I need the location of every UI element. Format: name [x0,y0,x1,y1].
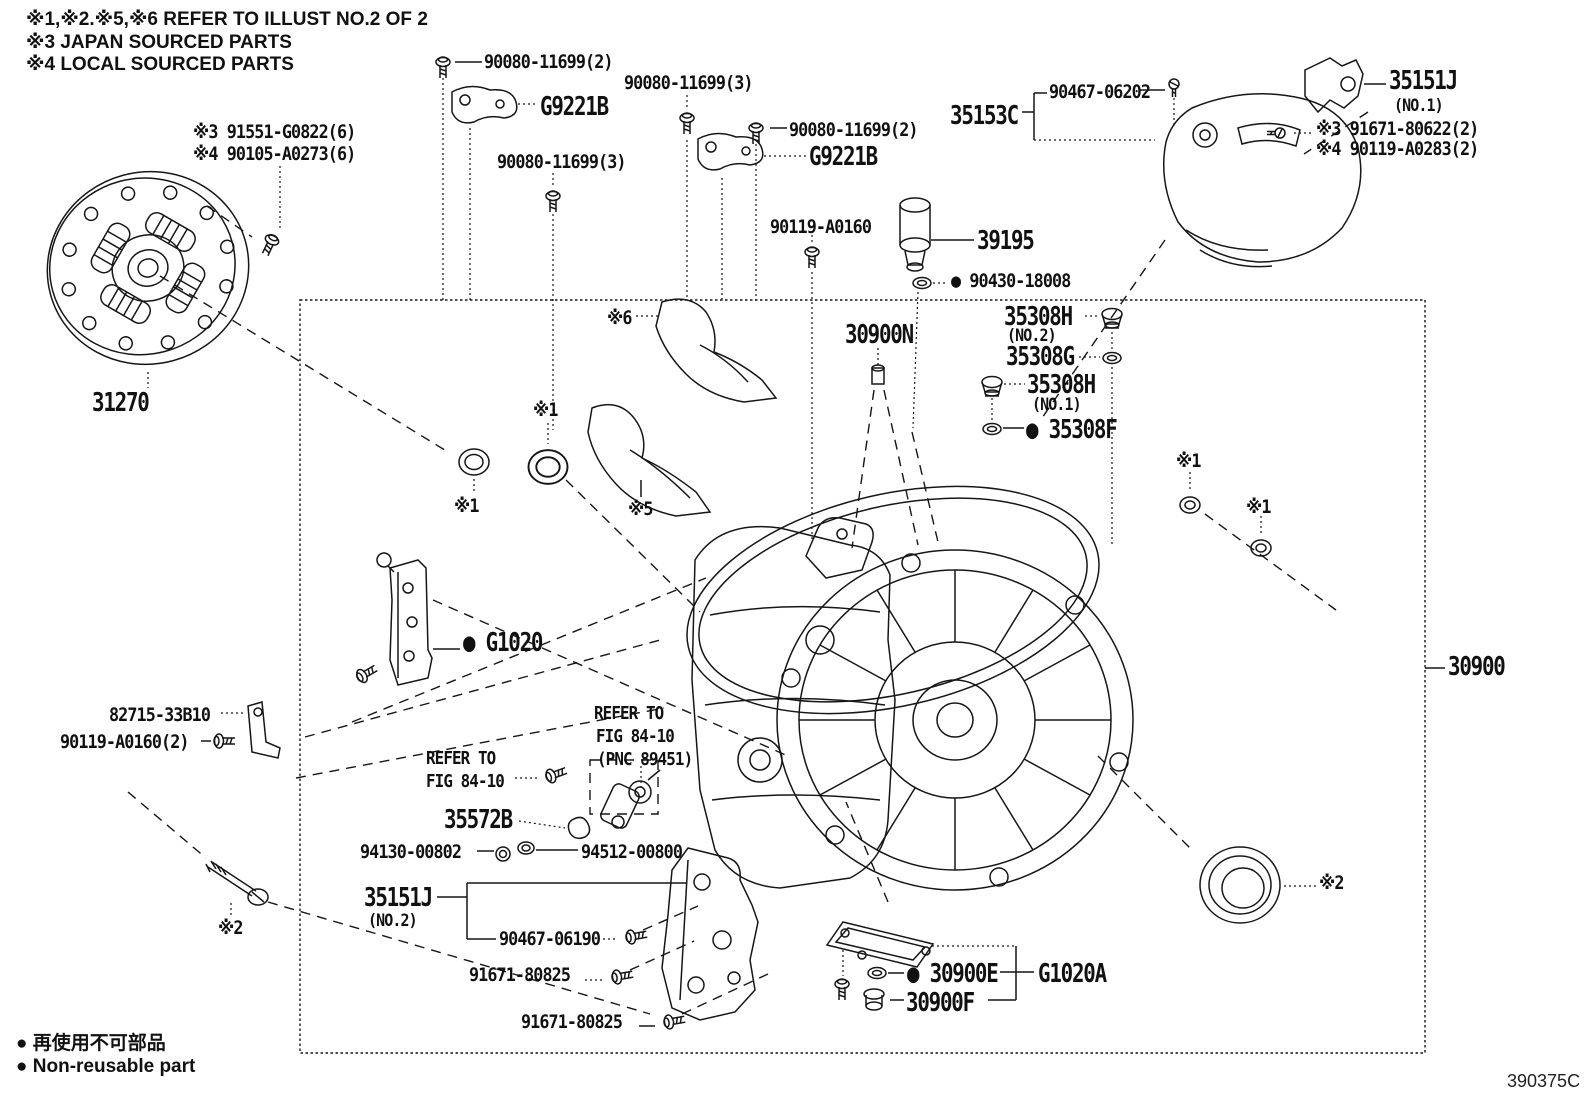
leader-lines [147,61,1386,1027]
part-label-91671-80825-b: 91671-80825 [521,1011,623,1033]
breather-duct-drawings [587,298,778,517]
part-label-35308g: 35308G [1006,342,1075,372]
refer-note-a-line3: (PNC 89451) [597,749,693,770]
boundary-box [299,299,1445,1054]
part-label-35572b: 35572B [444,805,513,835]
cover-35153c-drawing [1162,93,1362,268]
marker-1-plug-a: ※1 [1176,450,1201,472]
part-label-90080-11699-3-b: 90080-11699(3) [497,151,626,173]
part-label-30900n: 30900N [845,320,914,350]
part-label-30900: 30900 [1448,652,1506,682]
part-label-94130-00802: 94130-00802 [360,841,462,863]
part-label-94512-00800: 94512-00800 [581,841,683,863]
part-label-90119-a0283: ※4 90119-A0283(2) [1316,138,1479,160]
part-label-g9221b-a: G9221B [540,92,609,122]
refer-note-a-line1: REFER TO [594,703,664,724]
part-label-35308h-no2-sub: (NO.2) [1007,326,1057,346]
part-label-35151j-no1: 35151J [1389,66,1458,96]
clutch-disc-drawing [46,170,250,366]
plate-35151j-no2-drawing [661,847,759,1021]
part-label-39195: 39195 [977,226,1035,256]
part-label-g1020a: G1020A [1038,959,1107,989]
marker-2-bolt: ※2 [218,917,243,939]
part-label-35151j-no2: 35151J [364,883,433,913]
marker-1-seal-large: ※1 [533,399,558,421]
part-label-90080-11699-2-a: 90080-11699(2) [484,51,613,73]
marker-6: ※6 [607,307,632,329]
marker-2-seal: ※2 [1319,872,1344,894]
projection-lines [127,111,1369,1015]
part-label-30900f: 30900F [906,988,975,1018]
bracket-35151j-no1-drawing [1304,57,1364,114]
part-label-g1020: ● G1020 [463,628,543,658]
marker-1-seal-small: ※1 [454,495,479,517]
part-label-35308f: ● 35308F [1026,415,1118,445]
part-label-35308h-no2: 35308H [1004,302,1073,332]
diagram-code: 390375C [1507,1071,1581,1091]
part-label-90080-11699-3-a: 90080-11699(3) [624,72,753,94]
part-label-90467-06202: 90467-06202 [1049,81,1151,103]
part-label-35308h-no1-sub: (NO.1) [1032,395,1082,415]
valve-body-drawing [495,759,661,862]
refer-note-b-line2: FIG 84-10 [426,771,505,792]
part-label-90467-06190: 90467-06190 [499,928,601,950]
switch-39195-drawing [899,197,932,290]
long-bolt-drawing [205,860,269,906]
marker-5: ※5 [628,498,653,520]
part-label-91551-g0822: ※3 91551-G0822(6) [193,121,356,143]
part-label-35308h-no1: 35308H [1027,370,1096,400]
transaxle-drawing [686,485,1134,891]
marker-1-plug-b: ※1 [1246,496,1271,518]
part-label-35151j-no2-sub: (NO.2) [368,911,418,931]
refer-note-a-line2: FIG 84-10 [596,726,675,747]
part-label-91671-80622: ※3 91671-80622(2) [1316,118,1479,140]
legend-non-reusable-jp: ● 再使用不可部品 [16,1033,166,1054]
bracket-82715-drawing [247,701,281,759]
part-label-31270: 31270 [92,388,150,418]
sensor-30900n-drawing [871,364,885,385]
note-local-sourced: ※4 LOCAL SOURCED PARTS [26,54,294,75]
legend-non-reusable-en: ● Non-reusable part [16,1056,196,1077]
part-label-90430-18008: ● 90430-18008 [951,270,1071,292]
part-label-g9221b-b: G9221B [809,142,878,172]
part-label-90105-a0273: ※4 90105-A0273(6) [193,143,356,165]
note-japan-sourced: ※3 JAPAN SOURCED PARTS [26,32,292,53]
part-label-30900e: ● 30900E [907,959,999,989]
part-label-90119-a0160-2: 90119-A0160(2) [60,731,189,753]
gasket-30900e-drawing [825,921,935,1011]
bracket-g1020-drawing [376,552,433,686]
bracket-g9221b-drawings [451,85,764,171]
part-label-91671-80825-a: 91671-80825 [469,964,571,986]
part-label-35151j-no1-sub: (NO.1) [1394,96,1444,116]
part-label-82715-33b10: 82715-33B10 [109,704,211,726]
part-label-90080-11699-2-b: 90080-11699(2) [789,119,918,141]
refer-note-b-line1: REFER TO [426,748,496,769]
note-illust-reference: ※1,※2.※5,※6 REFER TO ILLUST NO.2 OF 2 [26,9,428,30]
part-label-90119-a0160: 90119-A0160 [770,216,872,238]
oil-seal-drawings [458,448,1281,924]
part-label-35153c: 35153C [950,101,1019,131]
